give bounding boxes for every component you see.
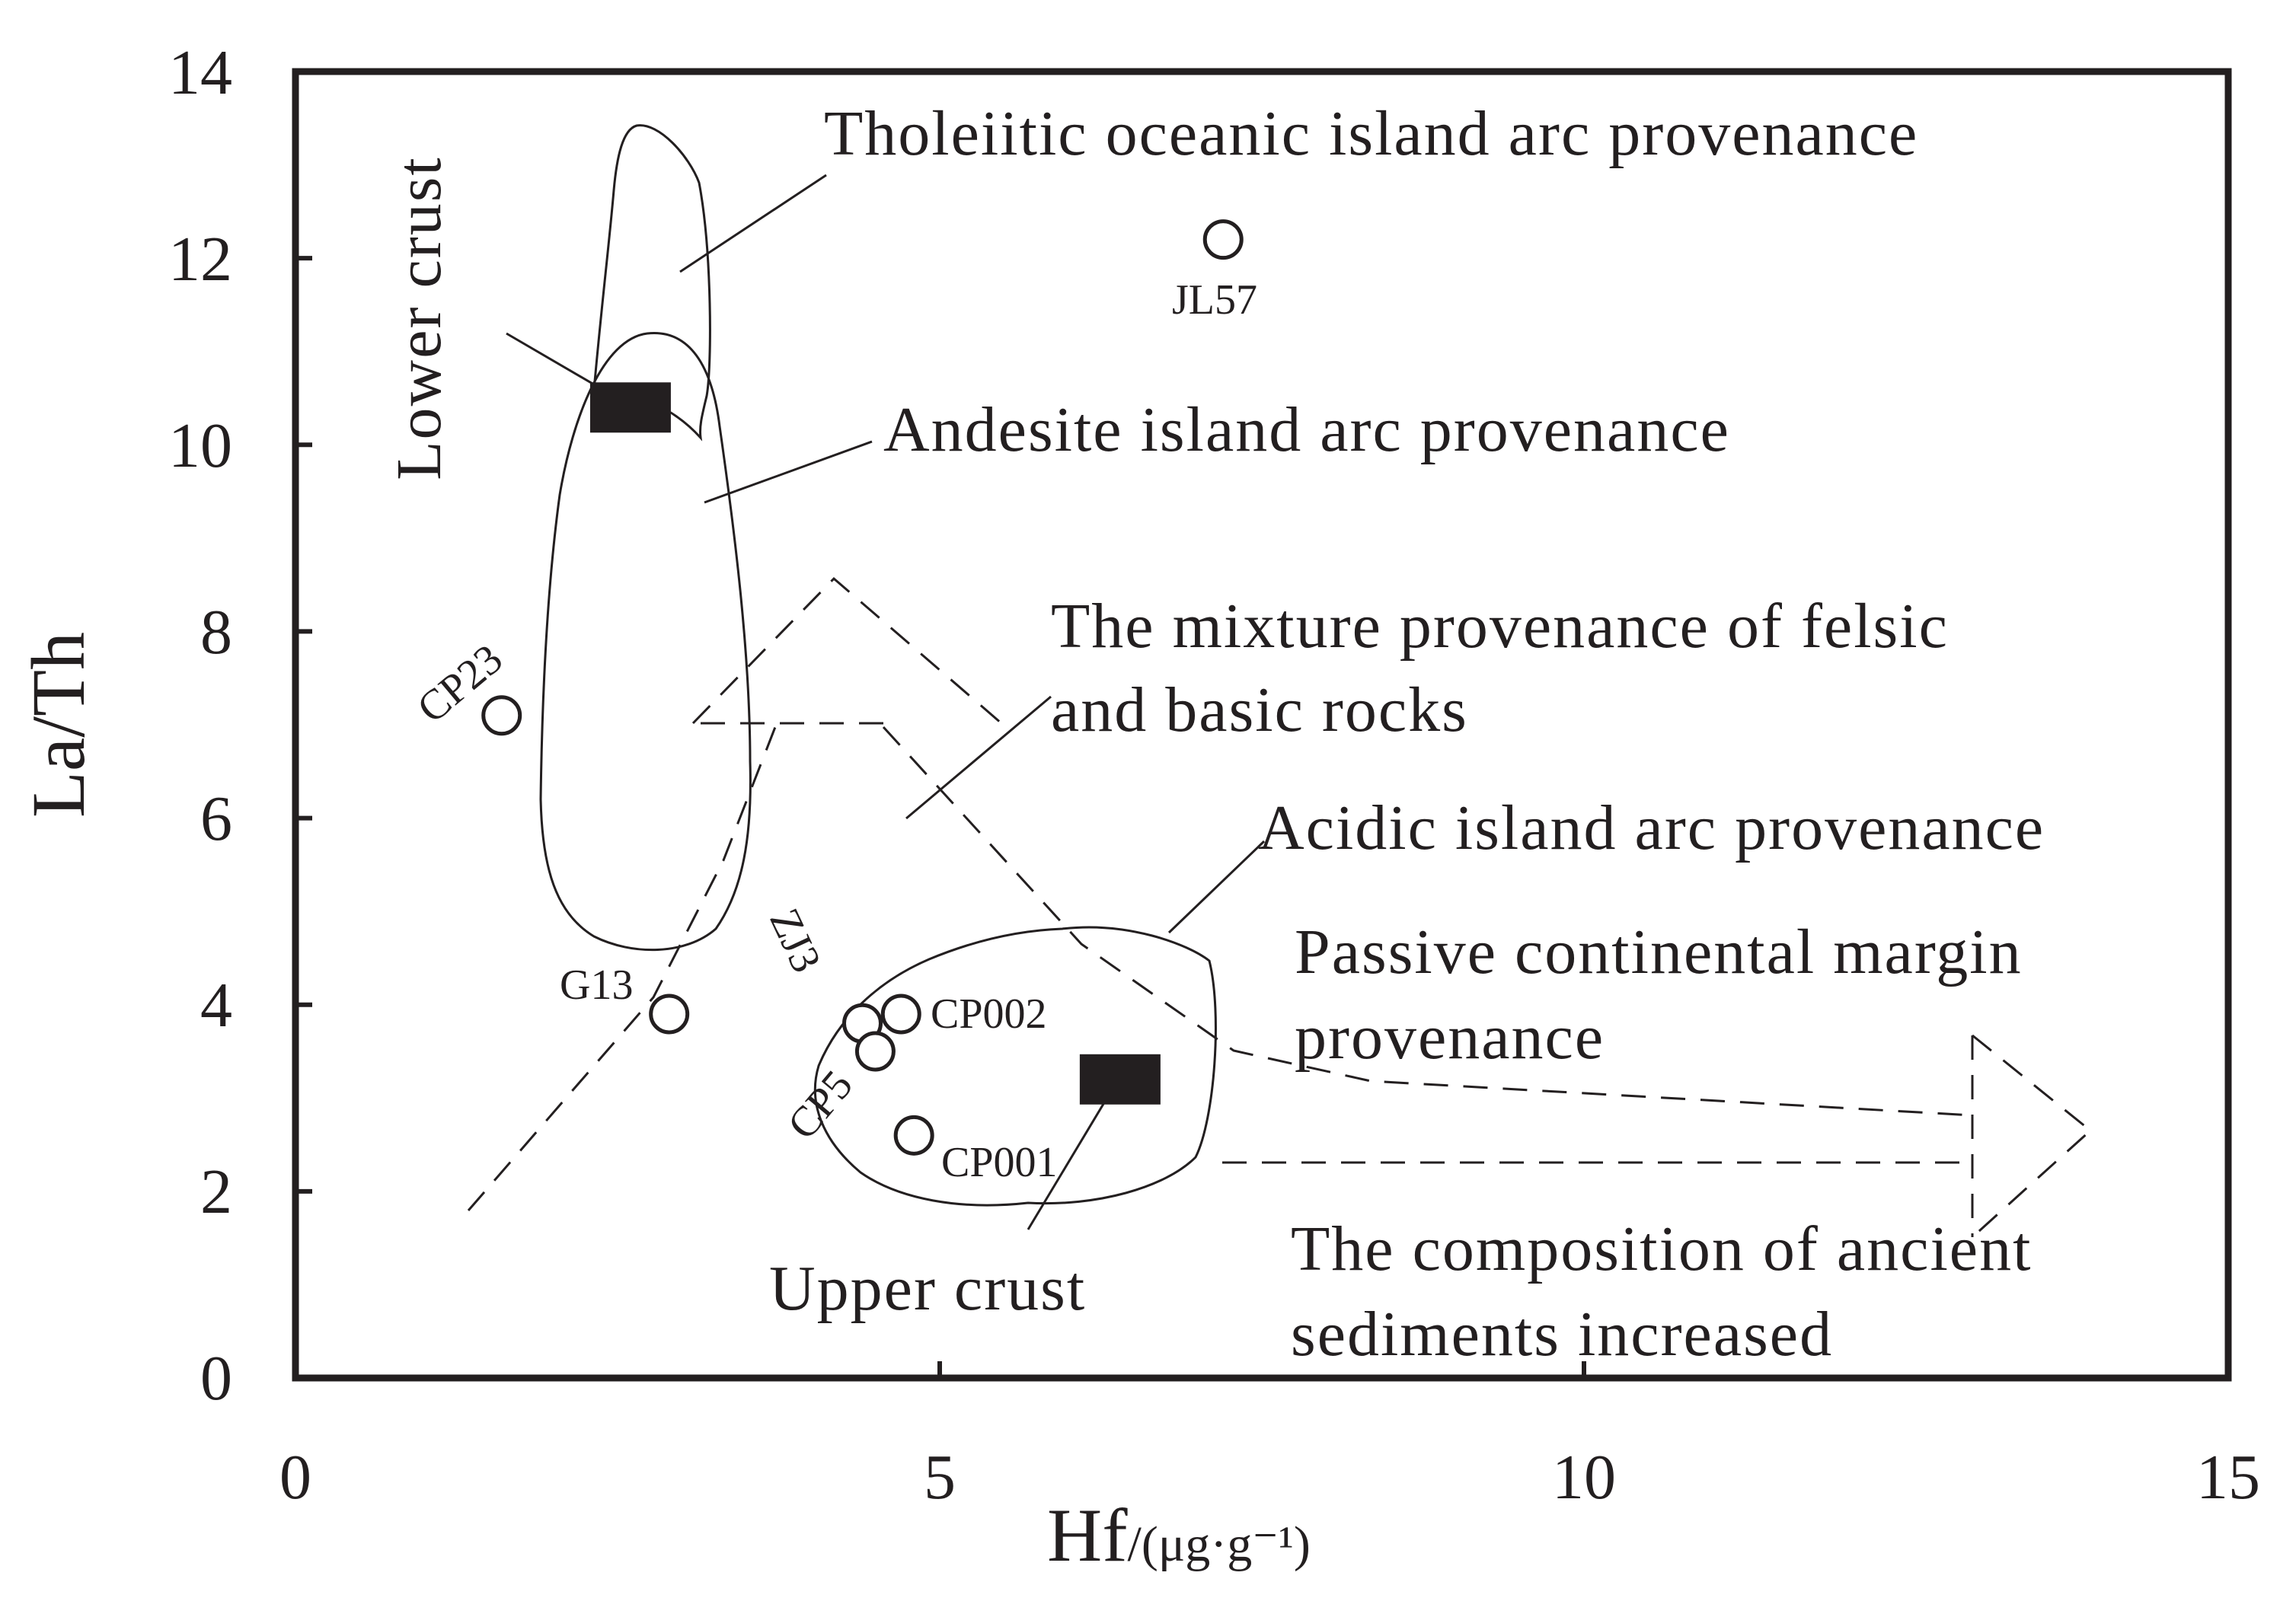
ancient-sediments-label-line2: sediments increased xyxy=(1291,1299,1833,1370)
tholeiitic-field-label: Tholeiitic oceanic island arc provenance xyxy=(824,98,1918,169)
lower-left-trend xyxy=(467,726,777,1211)
upper-crust-leader-line xyxy=(1027,1096,1110,1230)
sample-label-jl57: JL57 xyxy=(1172,276,1257,324)
y-tick-label: 8 xyxy=(200,597,232,668)
mixture-leader-line xyxy=(905,695,1052,820)
sample-points-layer xyxy=(481,219,1244,1156)
andesite-field-outline xyxy=(539,332,752,952)
y-tick-label: 14 xyxy=(168,37,232,108)
acidic-field-label: Acidic island arc provenance xyxy=(1258,793,2045,863)
passive-margin-trend xyxy=(882,726,1973,1117)
x-tick-labels: 0 5 10 15 xyxy=(279,1442,2260,1513)
y-tick-label: 2 xyxy=(200,1156,232,1227)
reference-point-lower-crust xyxy=(589,382,671,433)
sample-point-cp23 xyxy=(481,695,522,736)
sample-label-zj3: ZJ3 xyxy=(760,901,830,979)
x-tick-label: 0 xyxy=(279,1442,311,1513)
y-tick-labels: 0 2 4 6 8 10 12 14 xyxy=(168,37,232,1414)
y-tick-label: 4 xyxy=(200,970,232,1041)
sample-point-jl57 xyxy=(1202,219,1244,260)
x-axis-title-main: Hf xyxy=(1047,1493,1128,1577)
andesite-field-label: Andesite island arc provenance xyxy=(883,394,1730,465)
x-tick-label: 15 xyxy=(2196,1442,2260,1513)
x-tick-label: 5 xyxy=(924,1442,956,1513)
x-axis-title: Hf/(μg·g⁻¹) xyxy=(1047,1493,1311,1577)
lower-crust-label: Lower crust xyxy=(384,156,455,480)
felsic-basic-mixture-triangle xyxy=(691,576,1002,725)
sample-point-cp5 xyxy=(854,1031,896,1072)
sample-point-g13 xyxy=(649,994,690,1035)
sample-label-cp001: CP001 xyxy=(941,1139,1058,1186)
reference-points-layer xyxy=(589,382,1161,1105)
arrow-head xyxy=(1971,1034,2093,1239)
mixture-field-label-line1: The mixture provenance of felsic xyxy=(1051,591,1949,662)
x-axis-unit: /(μg·g⁻¹) xyxy=(1128,1517,1311,1572)
mixture-field-label-line2: and basic rocks xyxy=(1051,675,1468,745)
sample-point-cp001 xyxy=(893,1115,934,1156)
acidic-field-outline xyxy=(813,926,1217,1207)
x-tick-label: 10 xyxy=(1552,1442,1616,1513)
tholeiitic-field-outline xyxy=(592,124,711,442)
passive-margin-label-line2: provenance xyxy=(1295,1002,1605,1073)
y-axis-title: La/Th xyxy=(16,632,101,818)
y-tick-label: 6 xyxy=(200,783,232,854)
andesite-leader-line xyxy=(704,440,873,504)
reference-point-upper-crust xyxy=(1079,1054,1161,1105)
x-axis-ticks xyxy=(293,1361,2231,1378)
y-tick-label: 10 xyxy=(168,410,232,481)
y-axis-ticks xyxy=(295,69,312,1380)
sample-label-g13: G13 xyxy=(560,962,633,1009)
tholeiitic-leader-line xyxy=(679,174,827,273)
sample-label-cp5: CP5 xyxy=(778,1062,862,1149)
acidic-leader-line xyxy=(1167,840,1266,934)
lower-crust-leader-line xyxy=(506,332,604,391)
passive-margin-label-line1: Passive continental margin xyxy=(1295,917,2023,987)
sample-label-cp002: CP002 xyxy=(931,990,1047,1038)
sample-point-cp002 xyxy=(880,994,921,1035)
upper-crust-label: Upper crust xyxy=(769,1253,1086,1324)
ancient-sediments-label-line1: The composition of ancient xyxy=(1291,1214,2032,1284)
y-tick-label: 12 xyxy=(168,224,232,295)
y-tick-label: 0 xyxy=(200,1343,232,1414)
plot-frame xyxy=(292,68,2232,1382)
